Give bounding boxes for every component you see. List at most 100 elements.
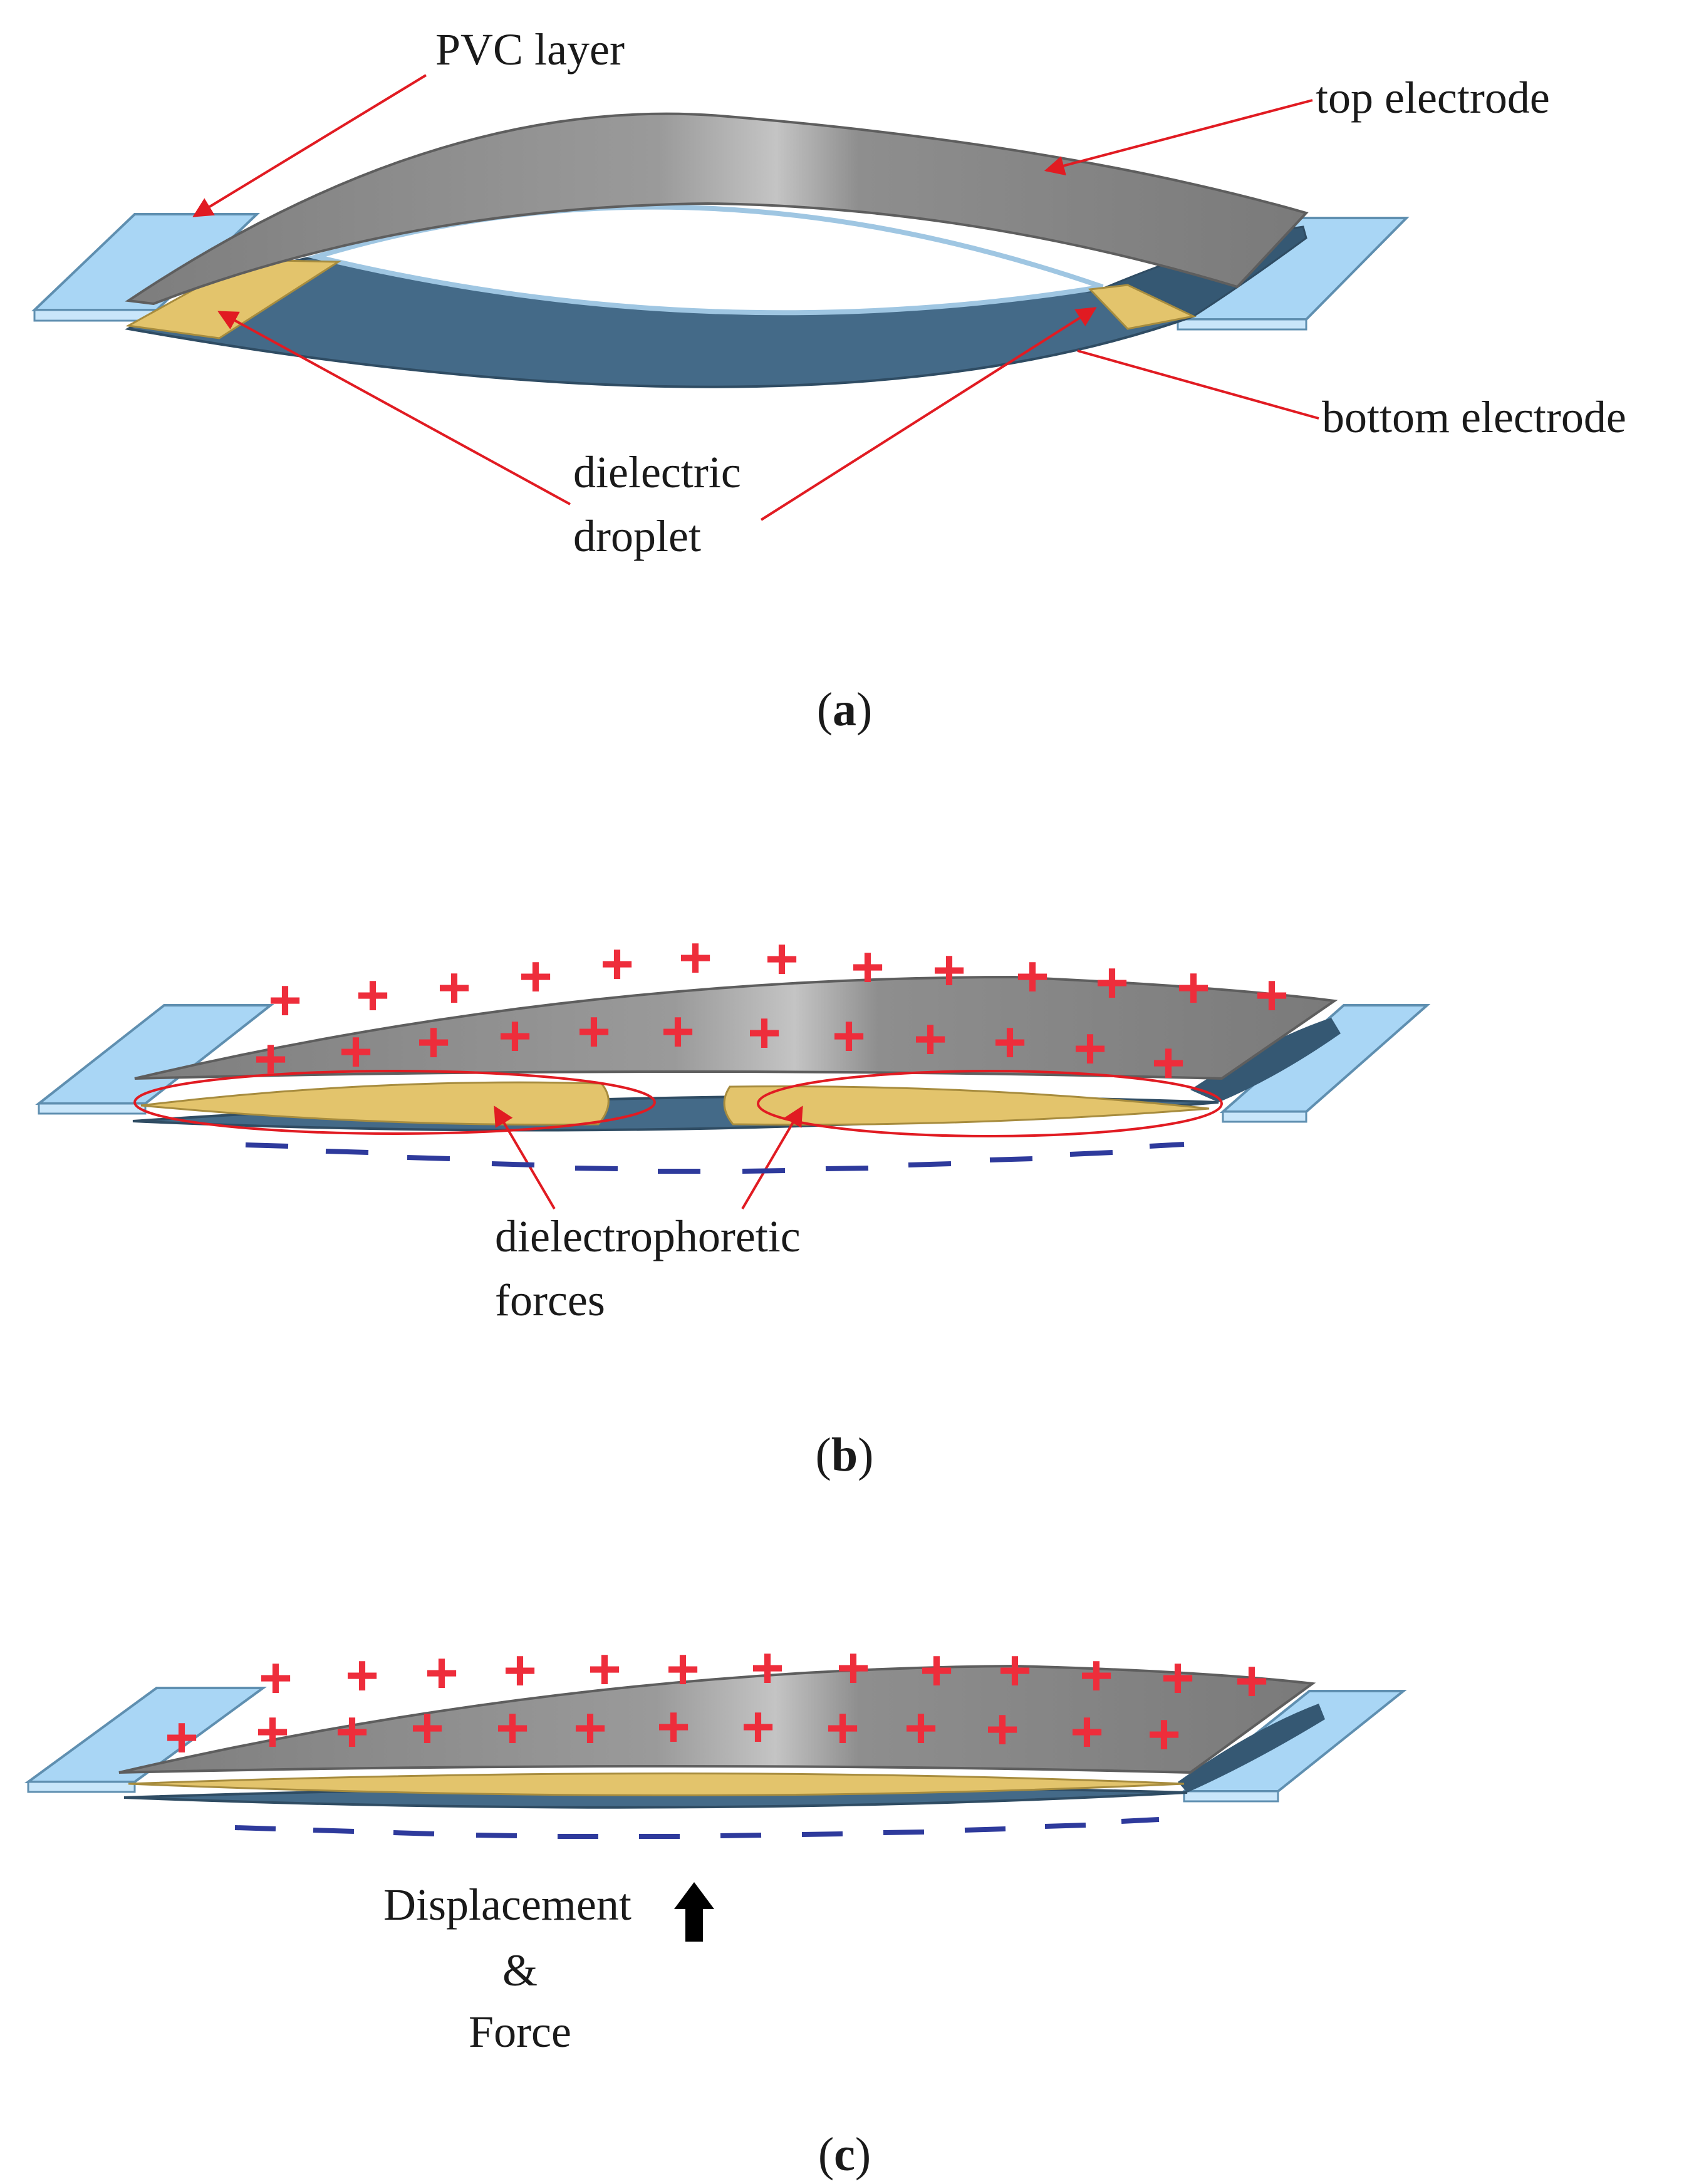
plus-charge: +	[335, 1700, 369, 1764]
minus-charge	[407, 1155, 450, 1161]
bottom-electrode-c-side	[1178, 1704, 1325, 1793]
plus-charge: +	[259, 1646, 293, 1710]
dielectric-droplet-b-left	[140, 1081, 610, 1126]
plus-charge: +	[1095, 951, 1129, 1015]
panel-c: + + + + + + + + + + + + + + + + + + + + …	[24, 1636, 1407, 2181]
plus-charge: +	[657, 1695, 690, 1759]
plus-charge: +	[588, 1637, 621, 1701]
plus-charge: +	[1070, 1700, 1104, 1764]
force-region-left	[133, 1070, 656, 1135]
bottom-electrode-label: bottom electrode	[1322, 392, 1626, 442]
plus-charge: +	[519, 945, 553, 1008]
minus-charge	[720, 1833, 762, 1838]
minus-charge	[491, 1161, 535, 1167]
caption-c: (c)	[818, 2128, 871, 2181]
caption-b: (b)	[816, 1429, 874, 1481]
minus-charge	[989, 1156, 1033, 1162]
minus-charge	[883, 1829, 925, 1835]
plus-charge: +	[339, 1020, 373, 1084]
top-electrode-c	[118, 1664, 1316, 1774]
minus-charge	[245, 1142, 289, 1149]
minus-charge	[801, 1831, 843, 1837]
panel-b: + + + + + + + + + + + + + + + + + + + + …	[35, 926, 1431, 1481]
pvc-tab-right-edge	[1177, 318, 1307, 331]
plus-charge: +	[913, 1007, 947, 1071]
positive-charges-c: + + + + + + + + + + + + + + + + + + + + …	[165, 1636, 1269, 1769]
plus-charge: +	[1235, 1649, 1269, 1713]
plus-charge: +	[932, 938, 966, 1002]
minus-charge	[1044, 1823, 1086, 1829]
plus-charge: +	[985, 1697, 1019, 1761]
pvc-tab-left-edge	[33, 309, 158, 322]
plus-charge: +	[165, 1705, 199, 1769]
plus-charge: +	[503, 1638, 537, 1702]
plus-charge: +	[678, 926, 712, 990]
pvc-tab-right-b-edge	[1222, 1110, 1307, 1123]
plus-charge: +	[268, 968, 302, 1032]
plus-charge: +	[920, 1638, 954, 1702]
minus-charge	[964, 1826, 1006, 1833]
dielectric-droplet-b-right	[723, 1085, 1210, 1126]
minus-charge	[1149, 1142, 1185, 1149]
bottom-electrode-arrow	[1077, 349, 1319, 420]
plus-charge: +	[425, 1641, 459, 1705]
plus-charge: +	[256, 1700, 289, 1764]
droplet-arrow-left	[217, 311, 571, 505]
dielectrophoretic-forces-label-1: dielectrophoretic	[495, 1211, 801, 1261]
top-electrode-arrow	[1044, 99, 1313, 176]
minus-charge	[325, 1149, 369, 1155]
dielectric-layer-c	[128, 1773, 1185, 1796]
minus-charge	[393, 1830, 435, 1836]
displacement-label: Displacement	[383, 1880, 631, 1930]
ampersand-label: &	[502, 1945, 538, 1995]
negative-charges-b	[245, 1142, 1185, 1174]
force-arrow-right	[741, 1105, 803, 1210]
positive-charges-b: + + + + + + + + + + + + + + + + + + + + …	[254, 926, 1289, 1095]
plus-charge: +	[666, 1637, 700, 1701]
force-region-right	[757, 1070, 1223, 1137]
plus-charge: +	[498, 1004, 532, 1068]
minus-charge	[234, 1825, 276, 1831]
plus-charge: +	[826, 1696, 860, 1760]
pvc-tab-left-b-edge	[38, 1102, 147, 1115]
top-electrode-label: top electrode	[1316, 73, 1550, 123]
pvc-layer-arrow	[192, 74, 427, 217]
panel-a: PVC layer top electrode bottom electrode…	[31, 24, 1626, 736]
pvc-tab-right-c-edge	[1183, 1790, 1279, 1803]
force-arrow-left	[494, 1105, 556, 1210]
plus-charge: +	[1073, 1017, 1107, 1080]
plus-charge: +	[1161, 1646, 1195, 1710]
plus-charge: +	[661, 1000, 695, 1064]
plus-charge: +	[751, 1636, 784, 1700]
plus-charge: +	[1177, 956, 1210, 1020]
plus-charge: +	[577, 1000, 611, 1064]
bottom-electrode-b-side	[1190, 1018, 1341, 1102]
plus-charge: +	[741, 1695, 775, 1759]
plus-charge: +	[1255, 963, 1289, 1027]
pvc-tab-left-c-edge	[27, 1781, 136, 1793]
dielectrophoretic-forces-label-2: forces	[495, 1275, 605, 1325]
plus-charge: +	[1147, 1702, 1181, 1766]
up-arrow-icon	[674, 1882, 714, 1942]
plus-charge: +	[851, 935, 885, 999]
caption-a: (a)	[817, 683, 873, 736]
minus-charge	[1121, 1817, 1160, 1824]
minus-charge	[825, 1166, 869, 1171]
minus-charge	[476, 1833, 517, 1838]
dielectric-droplet-right	[1088, 284, 1197, 330]
plus-charge: +	[1151, 1031, 1185, 1095]
minus-charge	[1069, 1150, 1113, 1157]
plus-charge: +	[904, 1696, 938, 1760]
plus-charge: +	[765, 927, 799, 991]
plus-charge: +	[417, 1010, 450, 1074]
plus-charge: +	[345, 1643, 379, 1707]
plus-charge: +	[600, 932, 634, 996]
plus-charge: +	[832, 1004, 866, 1068]
droplet-arrow-right	[760, 307, 1097, 521]
plus-charge: +	[496, 1696, 529, 1760]
plus-charge: +	[1079, 1643, 1113, 1707]
plus-charge: +	[356, 963, 390, 1027]
plus-charge: +	[993, 1010, 1027, 1074]
dielectric-droplet-label-2: droplet	[573, 511, 701, 561]
